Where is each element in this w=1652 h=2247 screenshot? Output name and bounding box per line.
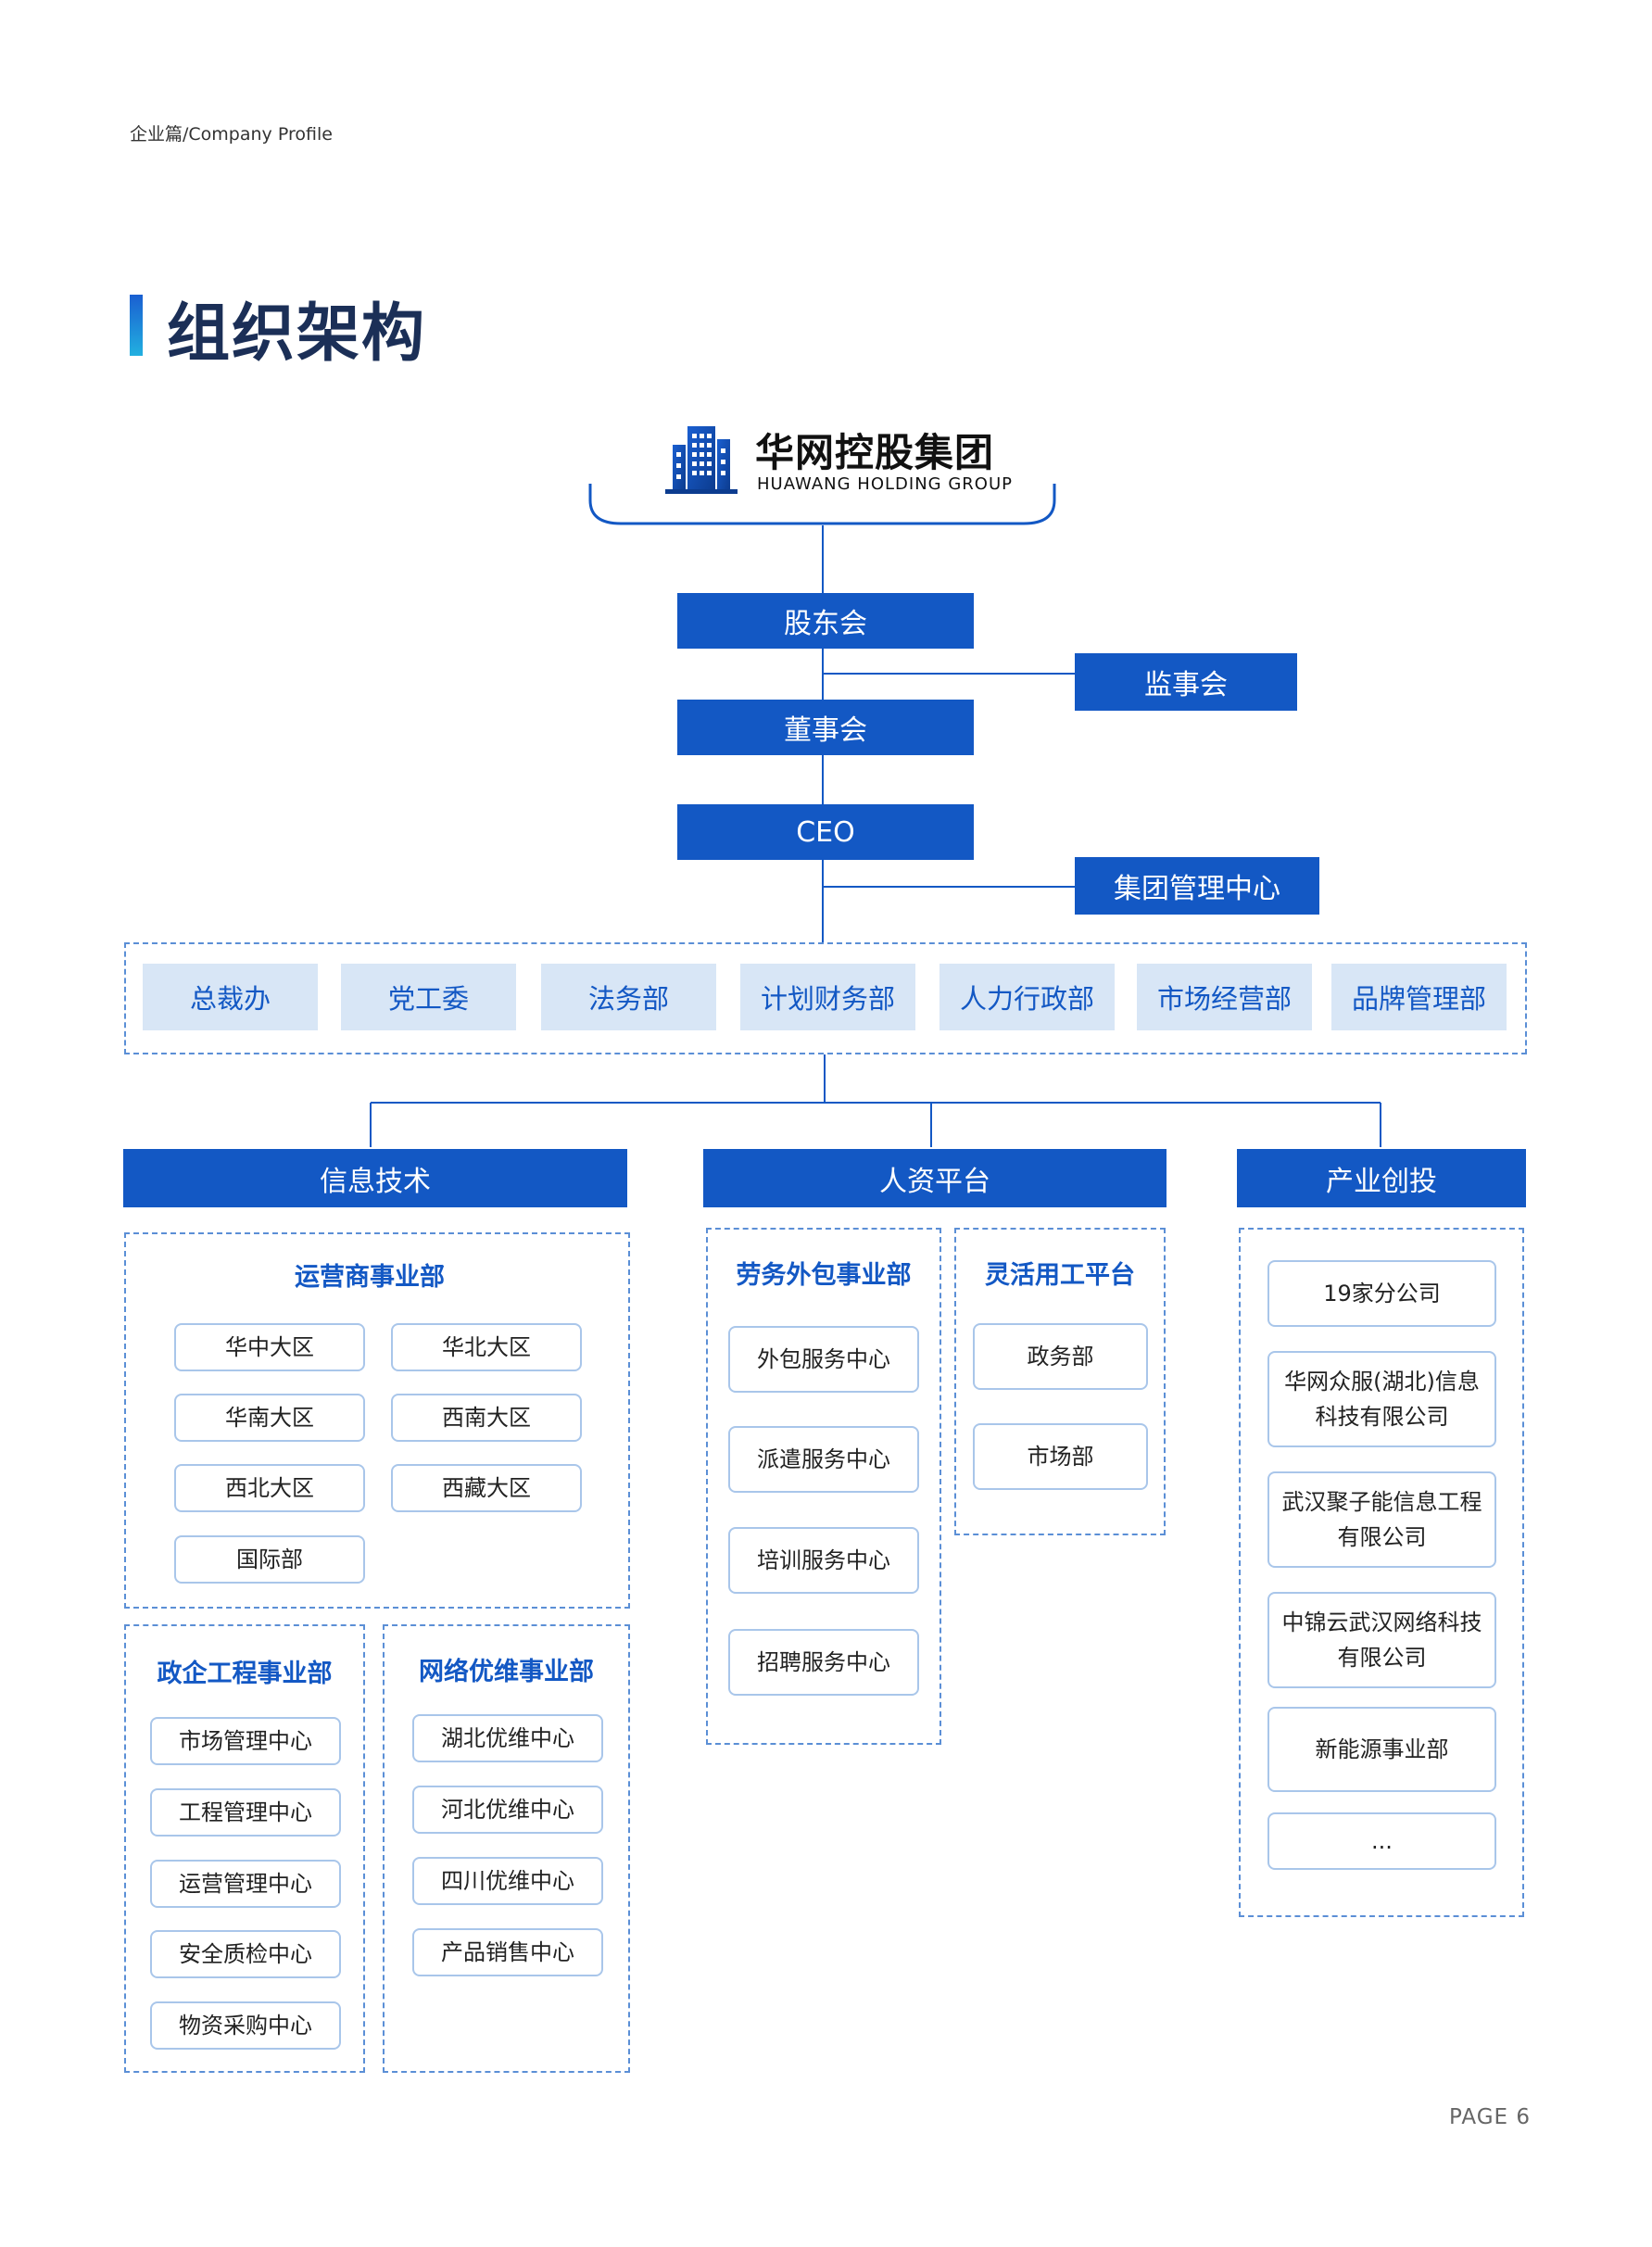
invest-item: ... xyxy=(1267,1812,1496,1870)
operators-item: 西南大区 xyxy=(391,1394,582,1442)
page-title: 组织架构 xyxy=(167,297,427,371)
departments-group xyxy=(124,942,1527,1054)
flex-item: 市场部 xyxy=(973,1423,1148,1490)
department-box: 党工委 xyxy=(341,964,516,1030)
section-label: 企业篇/Company Profile xyxy=(130,124,333,145)
operators-item: 国际部 xyxy=(174,1535,365,1584)
gov-item: 工程管理中心 xyxy=(150,1788,341,1837)
shareholders-box: 股东会 xyxy=(677,593,974,649)
network-item: 河北优维中心 xyxy=(412,1786,603,1834)
supervisors-box: 监事会 xyxy=(1075,653,1297,711)
network-item: 产品销售中心 xyxy=(412,1928,603,1976)
company-name: 华网控股集团 xyxy=(755,430,995,475)
invest-item: 新能源事业部 xyxy=(1267,1707,1496,1792)
board-box: 董事会 xyxy=(677,700,974,755)
operators-item: 华北大区 xyxy=(391,1323,582,1371)
department-box: 市场经营部 xyxy=(1137,964,1312,1030)
company-english-name: HUAWANG HOLDING GROUP xyxy=(757,474,1013,494)
network-item: 四川优维中心 xyxy=(412,1857,603,1905)
gov-group xyxy=(124,1624,365,2073)
building-icon xyxy=(665,426,738,494)
flex-item: 政务部 xyxy=(973,1323,1148,1390)
division-it-header: 信息技术 xyxy=(123,1149,627,1207)
labor-title: 劳务外包事业部 xyxy=(736,1260,912,1290)
invest-group xyxy=(1239,1228,1524,1917)
labor-item: 派遣服务中心 xyxy=(728,1426,919,1493)
department-box: 法务部 xyxy=(541,964,716,1030)
operators-item: 西藏大区 xyxy=(391,1464,582,1512)
department-box: 计划财务部 xyxy=(740,964,915,1030)
department-box: 品牌管理部 xyxy=(1331,964,1507,1030)
gov-item: 市场管理中心 xyxy=(150,1717,341,1765)
invest-item: 19家分公司 xyxy=(1267,1260,1496,1327)
department-box: 人力行政部 xyxy=(939,964,1115,1030)
operators-group xyxy=(124,1232,630,1609)
title-accent-bar xyxy=(130,295,143,356)
labor-item: 招聘服务中心 xyxy=(728,1629,919,1696)
network-group xyxy=(383,1624,630,2073)
department-box: 总裁办 xyxy=(143,964,318,1030)
division-invest-header: 产业创投 xyxy=(1237,1149,1526,1207)
gov-item: 安全质检中心 xyxy=(150,1930,341,1978)
operators-title: 运营商事业部 xyxy=(295,1262,445,1292)
operators-item: 华南大区 xyxy=(174,1394,365,1442)
gov-item: 物资采购中心 xyxy=(150,2001,341,2050)
division-hr-header: 人资平台 xyxy=(703,1149,1166,1207)
mgmt-center-box: 集团管理中心 xyxy=(1075,857,1319,915)
flex-title: 灵活用工平台 xyxy=(985,1260,1135,1290)
operators-item: 华中大区 xyxy=(174,1323,365,1371)
labor-item: 培训服务中心 xyxy=(728,1527,919,1594)
network-title: 网络优维事业部 xyxy=(419,1657,594,1686)
flex-group xyxy=(954,1228,1166,1535)
invest-item: 华网众服(湖北)信息 科技有限公司 xyxy=(1267,1351,1496,1447)
invest-item: 武汉聚子能信息工程 有限公司 xyxy=(1267,1471,1496,1568)
page-number: PAGE 6 xyxy=(1449,2105,1532,2129)
gov-item: 运营管理中心 xyxy=(150,1860,341,1908)
network-item: 湖北优维中心 xyxy=(412,1714,603,1762)
ceo-box: CEO xyxy=(677,804,974,860)
labor-item: 外包服务中心 xyxy=(728,1326,919,1393)
operators-item: 西北大区 xyxy=(174,1464,365,1512)
gov-title: 政企工程事业部 xyxy=(157,1659,333,1688)
labor-group xyxy=(706,1228,941,1745)
invest-item: 中锦云武汉网络科技 有限公司 xyxy=(1267,1592,1496,1688)
